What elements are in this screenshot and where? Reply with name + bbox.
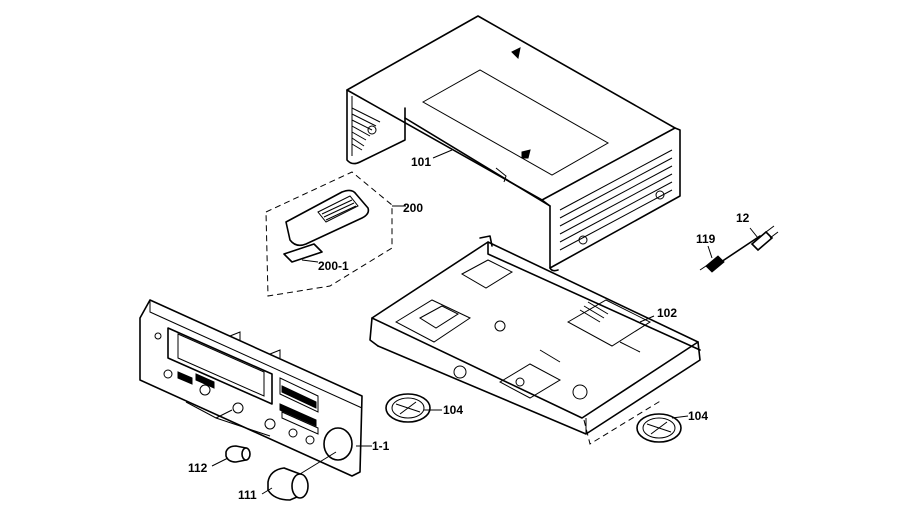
foot-right xyxy=(636,413,682,443)
label-104-right: 104 xyxy=(688,409,708,423)
label-102: 102 xyxy=(657,306,677,320)
chassis xyxy=(369,235,701,445)
front-panel xyxy=(139,299,363,477)
foot-left xyxy=(385,393,431,423)
label-200-1: 200-1 xyxy=(318,259,349,273)
knob-large xyxy=(267,467,309,501)
label-1-1: 1-1 xyxy=(372,439,390,453)
top-cover xyxy=(346,15,681,272)
knob-small xyxy=(225,445,251,463)
label-112: 112 xyxy=(188,461,208,475)
leader-lines xyxy=(211,149,759,495)
power-cord xyxy=(699,225,779,273)
label-104-left: 104 xyxy=(443,403,463,417)
label-101: 101 xyxy=(411,155,431,169)
label-200: 200 xyxy=(403,201,423,215)
label-12: 12 xyxy=(736,211,750,225)
label-119: 119 xyxy=(696,232,716,246)
label-111: 111 xyxy=(238,488,257,502)
remote-control xyxy=(265,171,393,297)
